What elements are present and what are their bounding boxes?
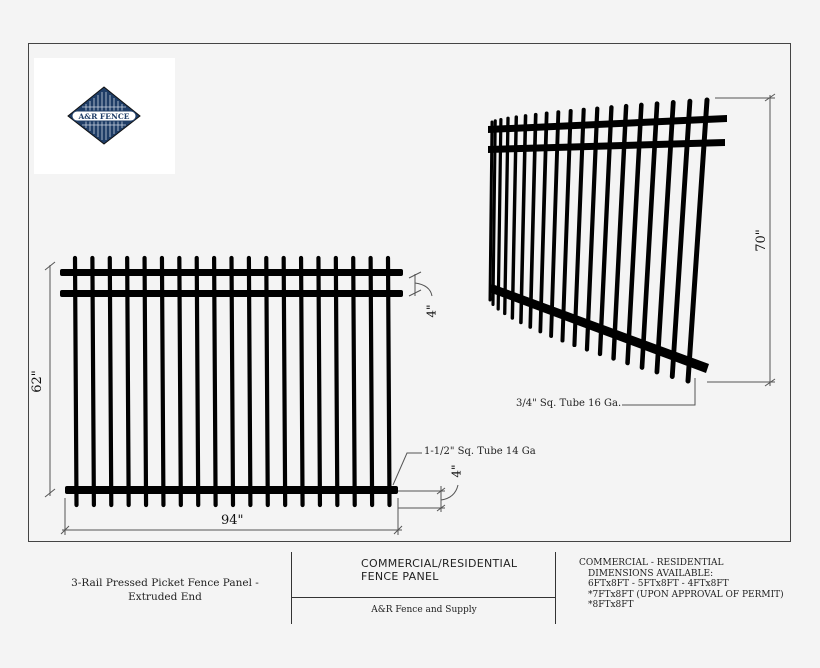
company-name: A&R Fence and Supply [371, 605, 477, 615]
specs-line: DIMENSIONS AVAILABLE: [588, 568, 714, 579]
picket [212, 255, 218, 508]
perspective-view-dimensions [622, 93, 776, 406]
picket [194, 255, 201, 508]
specs-block: COMMERCIAL - RESIDENTIAL DIMENSIONS AVAI… [579, 558, 784, 611]
drawing-title-line1: COMMERCIAL/RESIDENTIAL [361, 557, 518, 570]
picket [90, 255, 96, 508]
picket [281, 255, 288, 508]
ar-fence-logo-icon: A&R FENCE [67, 86, 141, 145]
panel-description: 3-Rail Pressed Picket Fence Panel - Extr… [40, 576, 290, 604]
drawing-title: COMMERCIAL/RESIDENTIAL FENCE PANEL [361, 557, 517, 583]
rail-spec-callout: 1-1/2" Sq. Tube 14 Ga [424, 446, 536, 457]
picket [264, 255, 270, 508]
picket [107, 255, 114, 508]
picket [72, 255, 79, 508]
perspective-height-label: 70" [753, 229, 769, 252]
front-width-label: 94" [221, 513, 244, 528]
specs-line: *8FTx8FT [588, 600, 634, 610]
picket [177, 255, 183, 508]
specs-line: *7FTx8FT (UPON APPROVAL OF PERMIT) [588, 589, 784, 600]
picket [229, 255, 236, 508]
panel-description-line2: Extruded End [128, 591, 202, 603]
picket [246, 255, 253, 508]
title-block-divider-right [555, 552, 556, 624]
title-block-divider-left [291, 552, 292, 624]
drawing-title-line2: FENCE PANEL [361, 570, 439, 583]
picket-spec-callout: 3/4" Sq. Tube 16 Ga. [516, 398, 622, 409]
picket [298, 255, 305, 508]
front-view-dimensions [44, 261, 459, 535]
front-rail-gap-label: 4" [424, 304, 439, 318]
picket [333, 255, 340, 508]
picket [368, 255, 375, 508]
picket [316, 255, 323, 508]
picket [125, 255, 131, 508]
front-height-label: 62" [29, 370, 45, 393]
picket [685, 97, 710, 384]
logo-panel: A&R FENCE [34, 58, 175, 174]
specs-heading: COMMERCIAL - RESIDENTIAL [579, 558, 724, 568]
front-bottom-gap-label: 4" [449, 464, 464, 478]
picket [385, 255, 392, 508]
perspective-view-fence [488, 97, 727, 384]
logo-text: A&R FENCE [77, 112, 129, 121]
picket [159, 255, 166, 508]
picket [351, 255, 357, 508]
picket [142, 255, 149, 508]
title-block-divider-horizontal [291, 597, 556, 598]
front-view-fence [60, 255, 403, 508]
specs-line: 6FTx8FT - 5FTx8FT - 4FTx8FT [588, 579, 729, 589]
panel-description-line1: 3-Rail Pressed Picket Fence Panel - [71, 577, 259, 589]
